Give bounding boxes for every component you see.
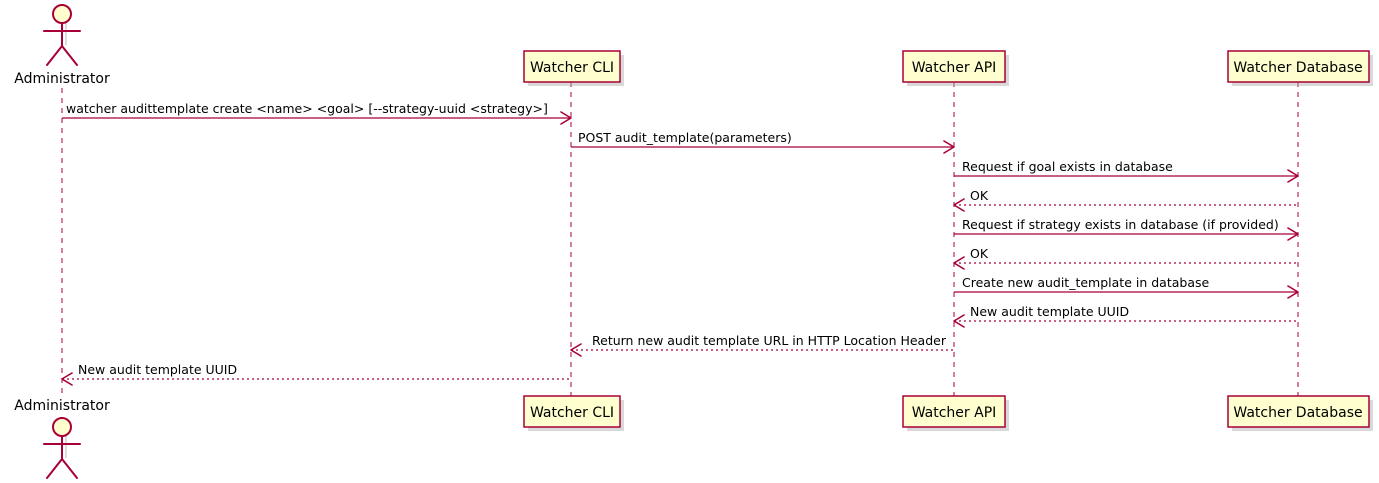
message-label: Request if strategy exists in database (… [962,217,1279,232]
participant-watcher-cli-top[interactable]: Watcher CLI [523,50,624,86]
participant-label-watcher-cli-bottom: Watcher CLI [530,405,614,421]
message-7: Create new audit_template in database [954,275,1299,299]
message-label: Request if goal exists in database [962,159,1173,174]
arrow-head-left-icon [953,314,965,328]
participant-watcher-database-bottom[interactable]: Watcher Database [1227,395,1373,431]
actor-head-icon [52,417,72,437]
message-4: OK [953,188,1298,212]
arrow-head-right-icon [1287,285,1299,299]
participant-watcher-api-top[interactable]: Watcher API [902,50,1009,86]
arrow-head-right-icon [943,140,955,154]
arrow-head-left-icon [953,198,965,212]
participant-box[interactable] [902,50,1006,83]
actor-leg-right-line [61,45,78,66]
message-label: OK [970,188,989,203]
participant-box[interactable] [902,395,1006,428]
arrow-head-right-icon [560,111,572,125]
lifelines [61,82,1299,396]
message-1: watcher audittemplate create <name> <goa… [62,101,572,125]
actor-administrator-top[interactable]: Administrator [14,4,110,87]
message-5: Request if strategy exists in database (… [954,217,1299,241]
message-label: watcher audittemplate create <name> <goa… [66,101,548,116]
participant-label-watcher-api-bottom: Watcher API [912,405,997,421]
message-3: Request if goal exists in database [954,159,1299,183]
actor-leg-left-line [46,458,63,479]
participant-box[interactable] [523,395,621,428]
message-label: New audit template UUID [970,304,1129,319]
message-2: POST audit_template(parameters) [571,130,955,154]
participant-label-watcher-api-top: Watcher API [912,60,997,76]
arrow-head-left-icon [953,256,965,270]
message-10: New audit template UUID [61,362,571,386]
participant-watcher-api-bottom[interactable]: Watcher API [902,395,1009,431]
participant-label-watcher-database-top: Watcher Database [1233,60,1362,76]
message-6: OK [953,246,1298,270]
message-label: POST audit_template(parameters) [578,130,792,145]
participant-label-watcher-database-bottom: Watcher Database [1233,405,1362,421]
message-label: Create new audit_template in database [962,275,1209,290]
participant-watcher-database-top[interactable]: Watcher Database [1227,50,1373,86]
actor-label-administrator-top: Administrator [14,71,110,87]
message-8: New audit template UUID [953,304,1298,328]
actor-administrator-bottom[interactable]: Administrator [14,398,110,479]
participant-watcher-cli-bottom[interactable]: Watcher CLI [523,395,624,431]
arrow-head-right-icon [1287,227,1299,241]
participant-box[interactable] [1227,395,1370,428]
actor-head-icon [52,4,72,24]
arrow-head-right-icon [1287,169,1299,183]
participant-box[interactable] [1227,50,1370,83]
actor-leg-left-line [46,45,63,66]
participant-label-watcher-cli-top: Watcher CLI [530,60,614,76]
message-9: Return new audit template URL in HTTP Lo… [570,333,954,357]
participant-box[interactable] [523,50,621,83]
arrow-head-left-icon [570,343,582,357]
actor-label-administrator-bottom: Administrator [14,398,110,414]
arrow-head-left-icon [61,372,73,386]
actor-leg-right-line [61,458,78,479]
message-label: New audit template UUID [78,362,237,377]
message-label: Return new audit template URL in HTTP Lo… [592,333,947,348]
message-label: OK [970,246,989,261]
